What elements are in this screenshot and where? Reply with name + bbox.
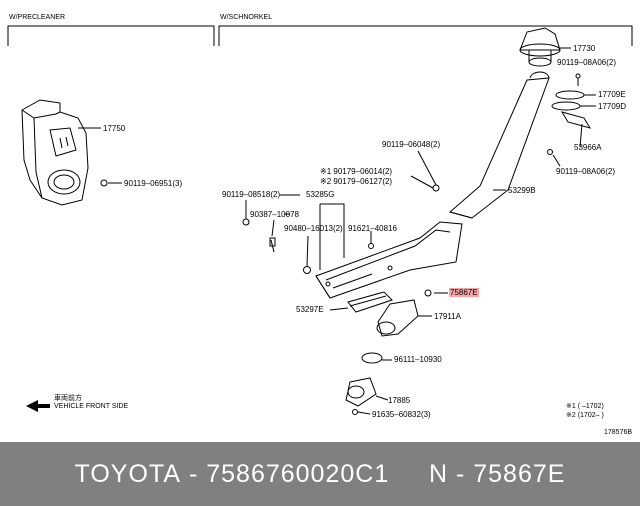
part-label-53297e[interactable]: 53297E	[296, 305, 324, 314]
footer-sep-1: -	[181, 459, 207, 488]
right-section-bracket	[218, 25, 633, 46]
part-label-96111-10930[interactable]: 96111–10930	[394, 355, 442, 364]
part-label-90179-06127[interactable]: ※2 90179–06127(2)	[320, 177, 393, 186]
part-label-53966a[interactable]: 53966A	[574, 143, 602, 152]
hose-17885	[345, 377, 389, 415]
part-label-90119-06951[interactable]: 90119–06951(3)	[124, 179, 183, 188]
part-label-90119-08a06-top[interactable]: 90119–08A06(2)	[557, 58, 617, 67]
part-label-90119-08518[interactable]: 90119–08518(2)	[222, 190, 281, 199]
part-label-75867e-highlighted[interactable]: 75867E	[449, 288, 479, 297]
section-w-schnorkel: W/SCHNORKEL	[220, 14, 273, 21]
part-number-footer: TOYOTA - 7586760020C1 N - 75867E	[0, 442, 640, 506]
part-label-53299b[interactable]: 53299B	[508, 186, 536, 195]
footer-gap	[389, 460, 429, 489]
legend-note-2: ※2 (1702– )	[566, 412, 604, 419]
part-label-90119-06048[interactable]: 90119–06048(2)	[382, 140, 441, 149]
left-section-bracket	[7, 25, 215, 46]
intake-hose-17911a	[376, 299, 432, 337]
footer-brand: TOYOTA	[74, 459, 182, 488]
footer-part-number: 7586760020C1	[206, 459, 390, 488]
part-label-17709d[interactable]: 17709D	[598, 102, 627, 111]
footer-sep-2: -	[448, 459, 474, 488]
parts-diagram	[7, 25, 633, 415]
footer-ref: N	[428, 459, 449, 488]
snorkel-clamps	[547, 73, 596, 167]
snorkel-tube	[448, 71, 550, 219]
snorkel-housing	[315, 221, 463, 299]
part-label-17709e[interactable]: 17709E	[598, 90, 626, 99]
part-label-17750[interactable]: 17750	[103, 124, 126, 133]
part-label-90387-10078[interactable]: 90387–10078	[250, 210, 299, 219]
part-label-53285g[interactable]: 53285G	[306, 190, 335, 199]
vehicle-front-label-en: VEHICLE FRONT SIDE	[54, 403, 129, 410]
precleaner-assembly	[21, 99, 122, 206]
part-label-90119-08a06-bot[interactable]: 90119–08A06(2)	[556, 167, 616, 176]
part-label-91635-60832[interactable]: 91635–60832(3)	[372, 410, 431, 419]
vehicle-front-label-jp: 車両前方	[54, 395, 82, 402]
part-label-91621-40816[interactable]: 91621–40816	[348, 224, 397, 233]
part-label-90179-06014[interactable]: ※1 90179–06014(2)	[320, 167, 393, 176]
diagram-id: 178576B	[604, 429, 633, 436]
fasteners-middle	[242, 150, 448, 297]
section-w-precleaner: W/PRECLEANER	[9, 14, 66, 21]
snorkel-cap	[519, 27, 571, 67]
part-label-90480-16013[interactable]: 90480–16013(2)	[284, 224, 343, 233]
part-label-17730[interactable]: 17730	[573, 44, 596, 53]
ring-96111	[361, 352, 392, 364]
part-label-17885[interactable]: 17885	[388, 396, 411, 405]
vehicle-front-arrow	[26, 400, 50, 412]
part-label-17911a[interactable]: 17911A	[434, 312, 461, 321]
legend-note-1: ※1 ( –1702)	[566, 403, 604, 410]
cover-53297e	[329, 291, 393, 313]
footer-code: 75867E	[473, 459, 566, 488]
